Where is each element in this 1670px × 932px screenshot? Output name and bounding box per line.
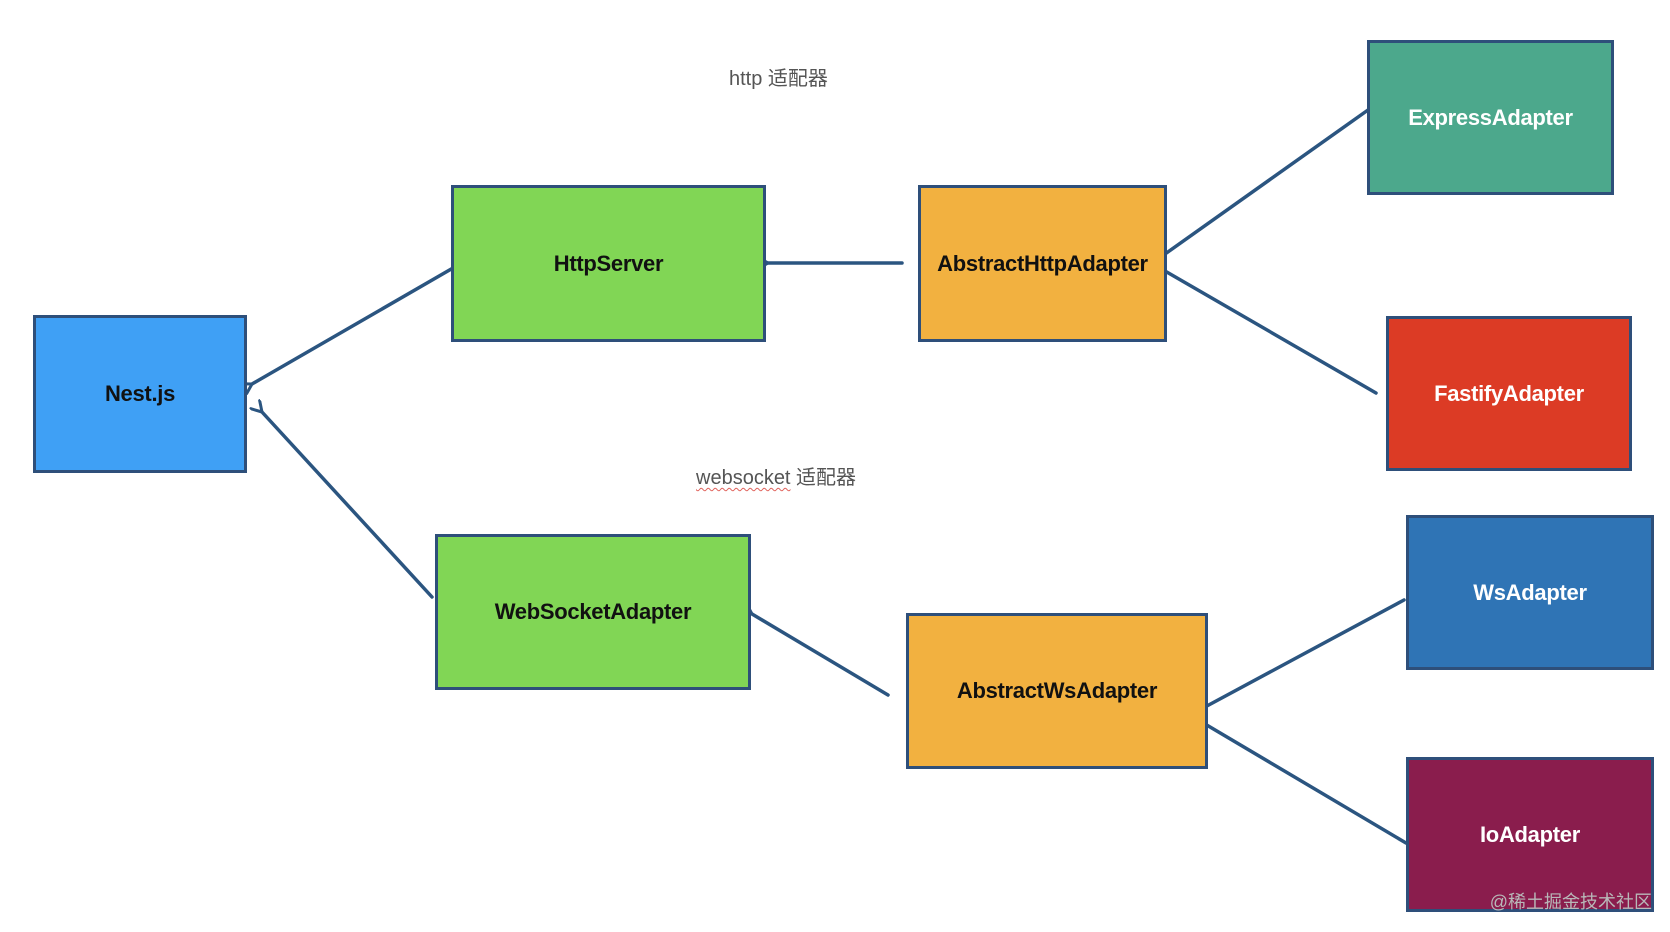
node-abstract-ws-adapter-label: AbstractWsAdapter xyxy=(956,678,1158,703)
node-fastify-adapter[interactable]: FastifyAdapter xyxy=(1386,316,1632,471)
node-nest[interactable]: Nest.js xyxy=(33,315,247,473)
node-abstract-ws-adapter[interactable]: AbstractWsAdapter xyxy=(906,613,1208,769)
arrow-http-server-to-nest xyxy=(252,266,455,384)
watermark: @稀土掘金技术社区 xyxy=(1489,892,1652,912)
node-abstract-http-adapter[interactable]: AbstractHttpAdapter xyxy=(918,185,1167,342)
node-http-server-label: HttpServer xyxy=(553,250,664,276)
caption-http: http 适配器 xyxy=(729,68,828,90)
caption-websocket-rest: 适配器 xyxy=(790,467,857,489)
caption-websocket-word: websocket xyxy=(696,467,791,489)
node-io-adapter-label: IoAdapter xyxy=(1480,821,1580,847)
node-express-adapter-label: ExpressAdapter xyxy=(1408,104,1573,130)
edge-group xyxy=(252,108,1408,845)
node-express-adapter[interactable]: ExpressAdapter xyxy=(1367,40,1614,195)
node-websocket-adapter-label: WebSocketAdapter xyxy=(494,599,692,624)
node-websocket-adapter[interactable]: WebSocketAdapter xyxy=(435,534,751,690)
node-ws-adapter-label: WsAdapter xyxy=(1473,579,1587,605)
arrow-abstract-ws-to-websocket-adapter xyxy=(752,614,890,697)
arrow-express-to-abstract-http xyxy=(1165,108,1370,254)
arrow-ws-to-abstract-ws xyxy=(1205,598,1406,707)
node-nest-label: Nest.js xyxy=(104,381,176,406)
arrow-websocket-adapter-to-nest xyxy=(262,412,434,599)
node-abstract-http-adapter-label: AbstractHttpAdapter xyxy=(937,250,1148,276)
arrow-io-to-abstract-ws xyxy=(1205,724,1408,845)
node-io-adapter[interactable]: IoAdapter xyxy=(1406,757,1654,912)
node-ws-adapter[interactable]: WsAdapter xyxy=(1406,515,1654,670)
node-fastify-adapter-label: FastifyAdapter xyxy=(1434,380,1584,406)
arrow-fastify-to-abstract-http xyxy=(1165,271,1378,395)
caption-websocket: websocket 适配器 xyxy=(696,461,856,490)
node-http-server[interactable]: HttpServer xyxy=(451,185,766,342)
